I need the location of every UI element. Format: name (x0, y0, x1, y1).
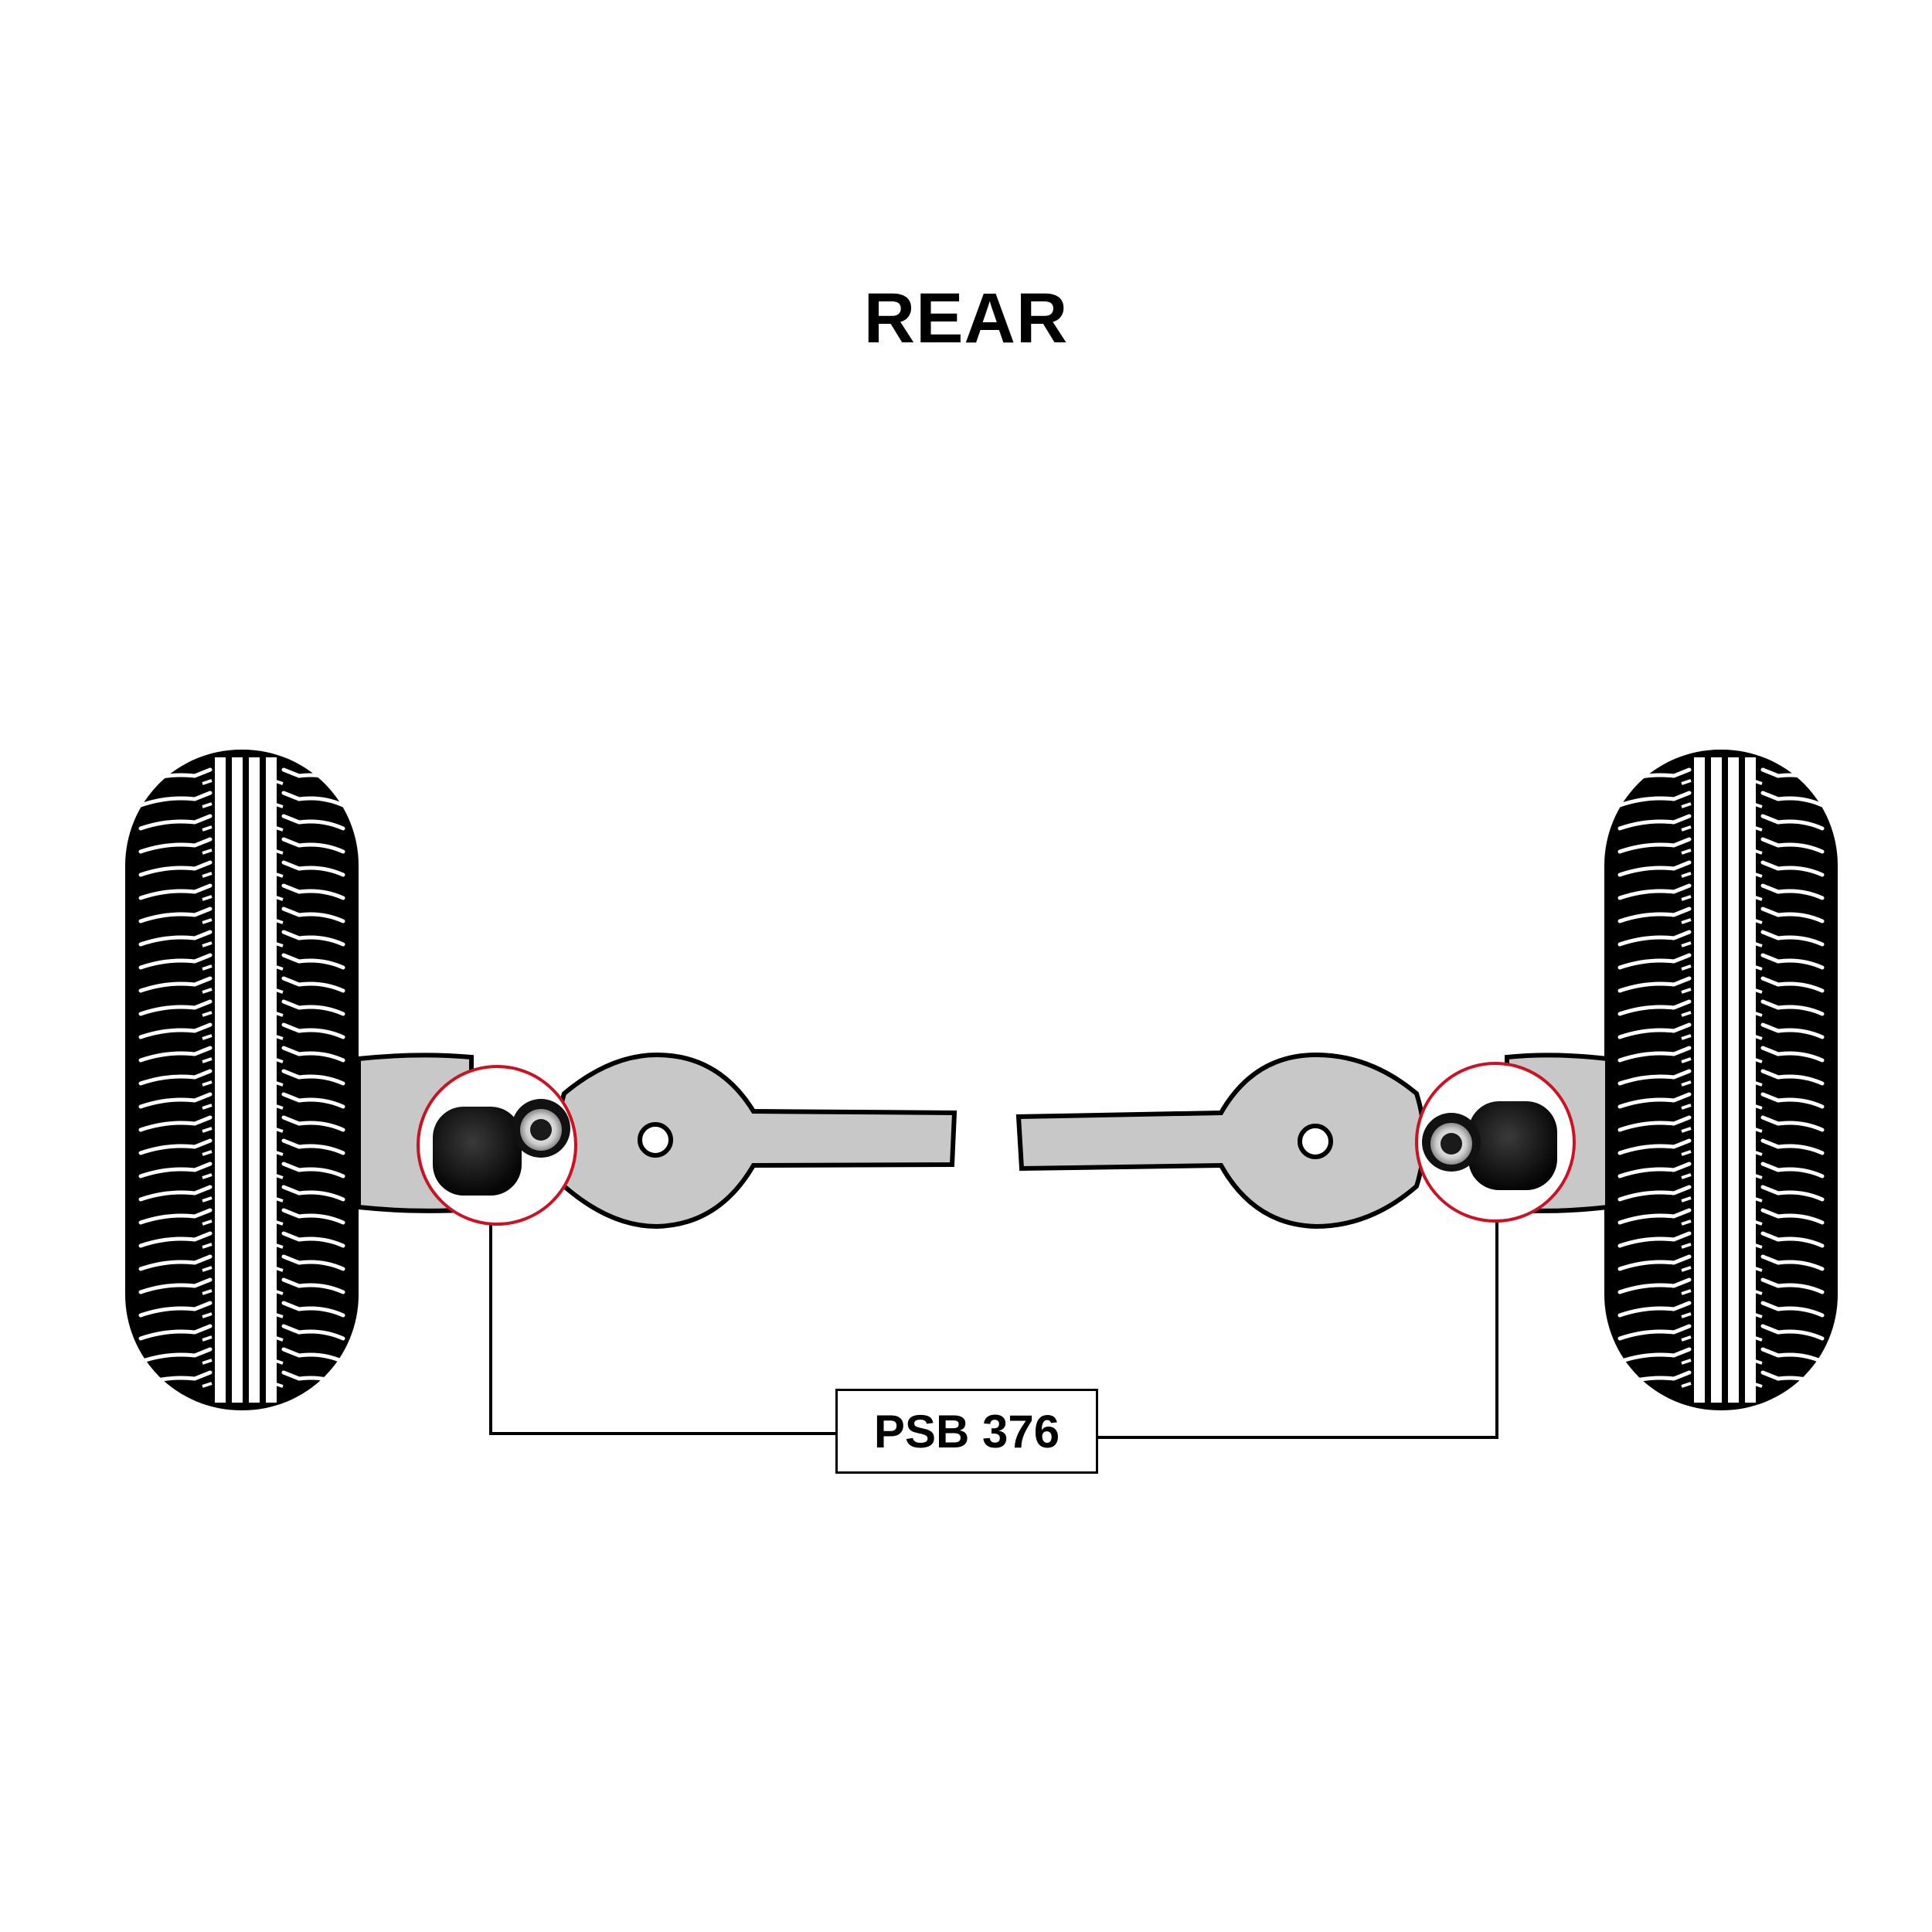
tyre-left-icon (125, 750, 359, 1410)
bushing-left-icon (417, 1065, 577, 1226)
bushing-right-icon (1415, 1062, 1576, 1223)
part-number-label: PSB 376 (835, 1389, 1098, 1474)
diagram-title: REAR (863, 279, 1069, 358)
tyre-right-icon (1604, 750, 1838, 1410)
leader-lines (489, 1223, 1498, 1439)
